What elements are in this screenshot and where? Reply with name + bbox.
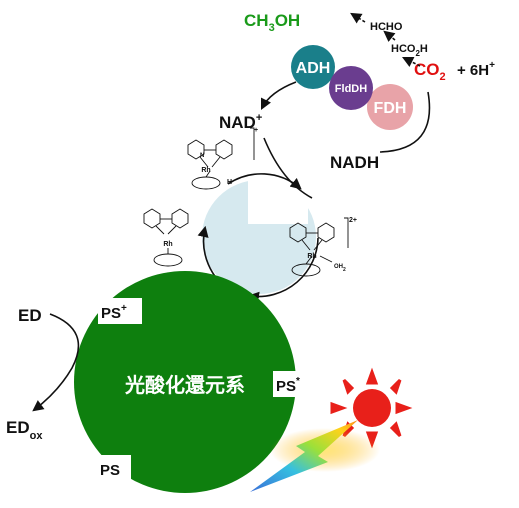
adh-sphere: [291, 45, 335, 89]
ps-star-label: PS*: [276, 376, 300, 395]
rh-cycle: [197, 173, 319, 303]
electron-donor: ED EDox: [6, 306, 80, 442]
ed-ox-label: EDox: [6, 418, 43, 442]
nad-label: NAD+: [219, 112, 262, 132]
n-label-1: N: [200, 153, 204, 159]
fdh-sphere: [367, 84, 413, 130]
protons-label: + 6H+: [457, 60, 495, 79]
nadh-arc: [379, 91, 431, 153]
fdh-label: FDH: [374, 100, 407, 117]
ps-label: PS: [100, 462, 120, 479]
charge-2plus: 2+: [349, 217, 357, 224]
spacer2: [318, 178, 330, 242]
cofactor-cycle: NAD+ NADH: [219, 81, 431, 242]
enzyme-cluster: ADH FldDH FDH: [291, 45, 413, 130]
lightning-icon: [250, 420, 380, 492]
charge-plus-1: +: [254, 127, 258, 134]
lightning-bolt: [250, 420, 358, 492]
sun-disk: [353, 389, 391, 427]
rh-cycle-notch: [248, 176, 308, 224]
adh-label: ADH: [296, 60, 331, 77]
hco2h-label: HCO2H: [391, 43, 428, 58]
photosystem: 光酸化還元系 PS+ PS* PS: [74, 271, 315, 493]
ed-oxidation-arrow: [32, 313, 80, 412]
rh-complex-aqua: [289, 217, 349, 277]
nad-arrow: [260, 81, 297, 111]
rh-label-2: Rh: [163, 241, 172, 248]
fldh-label: FldDH: [335, 83, 367, 95]
fldh-sphere: [329, 66, 373, 110]
ed-label: ED: [18, 306, 42, 325]
co2-to-formate-arrow: [401, 56, 421, 68]
ps-star-box: [273, 371, 315, 397]
nad-to-rh-arrow: [263, 137, 313, 199]
rh-complex-hydride: [187, 127, 255, 190]
rh-complex-left: [143, 208, 189, 267]
photoredox-system-label: 光酸化還元系: [124, 373, 245, 397]
aqua-label: OH2: [334, 264, 346, 273]
ps-box: [97, 455, 131, 481]
hydride-label: H: [227, 179, 232, 186]
formate-to-hcho-arrow: [383, 30, 396, 42]
photoredox-circle: [74, 271, 296, 493]
nadh-label: NADH: [330, 153, 379, 172]
co2-label: CO2: [414, 60, 446, 83]
hcho-label: HCHO: [370, 21, 403, 33]
ps-plus-label: PS+: [101, 303, 127, 322]
hcho-to-methanol-arrow: [350, 12, 366, 24]
co2-reduction-chain: CH3OH HCHO HCO2H CO2 + 6H+: [244, 11, 495, 83]
ps-plus-box: [98, 298, 142, 324]
rh-label-1: Rh: [201, 167, 210, 174]
rh-label-3: Rh: [307, 253, 316, 260]
rh-cycle-arrow-right: [247, 237, 319, 303]
methanol-label: CH3OH: [244, 11, 300, 34]
